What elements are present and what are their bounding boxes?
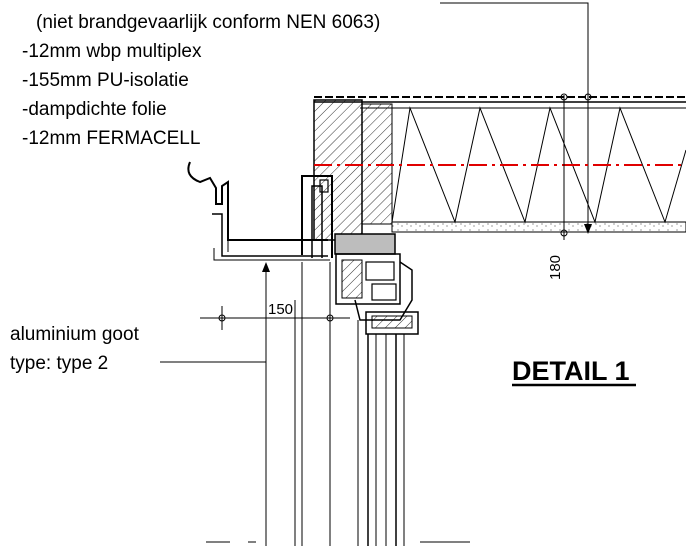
roof-marker [584,93,592,101]
glazing [367,334,405,546]
gutter-leader-line [160,262,270,363]
spec-line-3: -155mm PU-isolatie [22,70,189,91]
dimension-horizontal-label: 150 [268,301,293,318]
spec-line-5: -12mm FERMACELL [22,128,200,149]
spec-line-4: -dampdichte folie [22,99,167,120]
eave-profile [301,175,333,258]
gutter [187,161,330,261]
lintel [334,233,396,255]
window-frame [335,253,419,335]
vertical-dimension [560,93,568,240]
dimension-vertical-label: 180 [547,255,564,280]
hatched-wall [313,99,393,241]
spec-line-1: (niet brandgevaarlijk conform NEN 6063) [36,12,380,33]
gutter-label-line-2: type: type 2 [10,353,108,374]
spec-line-2: -12mm wbp multiplex [22,41,202,62]
detail-title: DETAIL 1 [512,356,630,386]
gutter-label-line-1: aluminium goot [10,324,140,345]
horizontal-dimension [200,306,350,330]
ceiling-board [391,221,686,233]
